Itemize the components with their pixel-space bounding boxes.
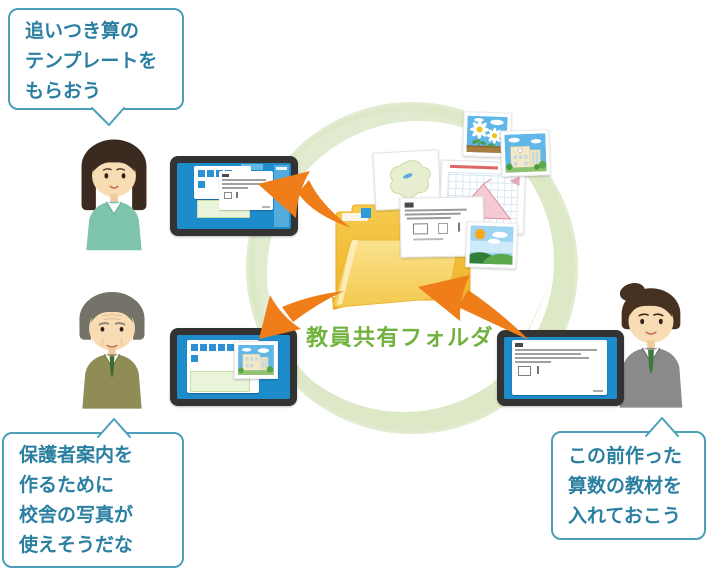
tablet-screen bbox=[177, 335, 290, 399]
speech-bubble-bottom-left: 保護者案内を 作るために 校舎の写真が 使えそうだな bbox=[2, 418, 184, 568]
map-document bbox=[372, 149, 442, 211]
hairline bbox=[90, 301, 134, 323]
shared-folder-label: 教員共有フォルダ bbox=[306, 325, 495, 350]
bubble-tail bbox=[645, 417, 679, 437]
jacket bbox=[86, 201, 142, 251]
face bbox=[628, 299, 674, 343]
face bbox=[92, 154, 136, 197]
bubble-line: 使えそうだな bbox=[19, 535, 134, 556]
daisy-photo bbox=[462, 111, 512, 158]
tablet-right bbox=[497, 330, 624, 406]
tie bbox=[109, 356, 115, 379]
bubble-line: 保護者案内を bbox=[19, 445, 134, 466]
speech-bubble-top-left: 追いつき算の テンプレートを もらおう bbox=[8, 8, 184, 126]
bangs bbox=[93, 150, 135, 172]
bubble-tail bbox=[91, 107, 125, 126]
screen-tab bbox=[241, 164, 263, 170]
bubble-line: 作るために bbox=[19, 475, 115, 496]
speech-bubble-bottom-right: この前作った 算数の教材を 入れておこう bbox=[551, 417, 706, 540]
bubble-line: もらおう bbox=[25, 81, 102, 102]
document-window bbox=[219, 171, 273, 210]
female-teacher-avatar bbox=[81, 139, 147, 251]
bubble-line: 算数の教材を bbox=[568, 476, 683, 497]
worksheet-window bbox=[512, 340, 607, 395]
bubble-line: 追いつき算の bbox=[25, 21, 140, 42]
hairline bbox=[629, 296, 673, 318]
jacket bbox=[82, 354, 142, 409]
suit bbox=[619, 347, 683, 408]
bubble-line: この前作った bbox=[568, 446, 683, 467]
shirt bbox=[106, 201, 122, 214]
school-building-photo bbox=[500, 129, 551, 177]
tablet-screen bbox=[504, 337, 617, 399]
hair bbox=[621, 288, 681, 330]
landscape-photo bbox=[465, 221, 518, 269]
tablet-screen bbox=[177, 163, 291, 229]
face bbox=[89, 306, 135, 351]
tablet-top-left bbox=[170, 156, 298, 236]
tie bbox=[648, 349, 654, 375]
school-building-photo-small bbox=[234, 341, 278, 379]
bubble-tail bbox=[97, 418, 131, 438]
tablet-bottom-left bbox=[170, 328, 297, 406]
folder-label-square bbox=[361, 208, 371, 218]
bubble-line: 入れておこう bbox=[568, 506, 681, 527]
bubble-line: 校舎の写真が bbox=[19, 505, 134, 526]
side-panel bbox=[274, 165, 289, 227]
hair bbox=[79, 291, 145, 340]
senior-male-teacher-avatar bbox=[79, 291, 145, 409]
male-teacher-avatar bbox=[619, 283, 683, 408]
bubble-line: テンプレートを bbox=[25, 51, 158, 72]
